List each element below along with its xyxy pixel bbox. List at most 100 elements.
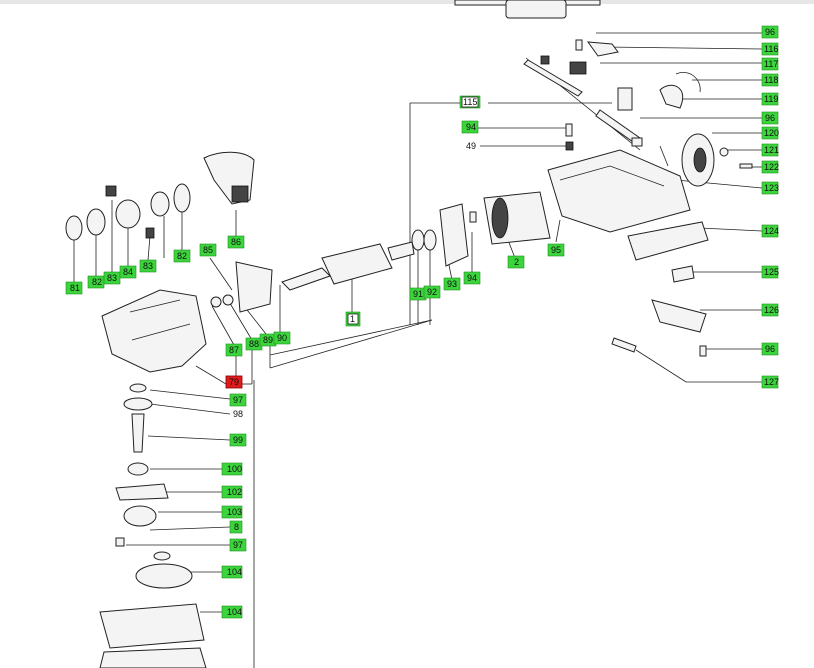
washer-121 bbox=[719, 147, 729, 157]
nut-49 bbox=[565, 141, 574, 151]
small-block-part bbox=[631, 137, 643, 147]
label-123: 123 bbox=[764, 183, 779, 193]
label-49: 49 bbox=[466, 141, 476, 151]
spring-119 bbox=[659, 85, 683, 109]
nut-82 bbox=[86, 208, 106, 236]
guard-104 bbox=[99, 603, 205, 649]
label-92: 92 bbox=[427, 287, 437, 297]
label-87: 87 bbox=[229, 345, 239, 355]
screw-96c bbox=[699, 345, 707, 357]
label-103: 103 bbox=[227, 507, 242, 517]
brush-holder-part bbox=[569, 61, 587, 75]
ring-87 bbox=[222, 294, 234, 306]
label-95: 95 bbox=[551, 245, 561, 255]
bearing-100 bbox=[127, 462, 149, 476]
ring-82b bbox=[150, 191, 170, 217]
bearing-91 bbox=[411, 229, 425, 251]
label-97a: 97 bbox=[233, 395, 243, 405]
gearbox-housing bbox=[101, 289, 207, 373]
armature-shaft bbox=[281, 267, 331, 291]
label-120: 120 bbox=[764, 128, 779, 138]
screw-96 bbox=[575, 39, 583, 51]
screw-122 bbox=[739, 163, 753, 169]
label-121: 121 bbox=[764, 145, 779, 155]
label-119: 119 bbox=[764, 94, 778, 104]
label-126: 126 bbox=[764, 305, 779, 315]
label-8: 8 bbox=[234, 522, 239, 532]
motor-housing-95 bbox=[547, 149, 691, 233]
label-84: 84 bbox=[123, 267, 133, 277]
label-90: 90 bbox=[277, 333, 287, 343]
label-127: 127 bbox=[764, 377, 779, 387]
label-124: 124 bbox=[764, 226, 779, 236]
parts-artwork bbox=[65, 0, 753, 668]
label-91: 91 bbox=[413, 289, 423, 299]
screw-94-stator bbox=[469, 211, 477, 223]
part-labels: 96 116 117 118 119 96 120 121 122 123 12… bbox=[65, 25, 779, 619]
flange-103 bbox=[123, 505, 157, 527]
label-79: 79 bbox=[229, 377, 239, 387]
ring-8 bbox=[153, 551, 171, 561]
label-96b: 96 bbox=[765, 113, 775, 123]
label-104b: 104 bbox=[227, 607, 242, 617]
label-117: 117 bbox=[764, 59, 778, 69]
top-border bbox=[0, 0, 814, 4]
label-116: 116 bbox=[764, 44, 778, 54]
label-83b: 83 bbox=[143, 261, 153, 271]
wheel-104 bbox=[135, 563, 193, 589]
label-82b: 82 bbox=[177, 251, 187, 261]
bearing-92 bbox=[423, 229, 437, 251]
spindle-99 bbox=[131, 413, 145, 453]
clip-125 bbox=[671, 265, 695, 283]
ring-85 bbox=[173, 183, 191, 213]
brush-rail-part bbox=[523, 59, 583, 97]
label-97b: 97 bbox=[233, 540, 243, 550]
label-81: 81 bbox=[70, 283, 80, 293]
gear-98 bbox=[123, 397, 153, 411]
brush-block-part bbox=[540, 55, 550, 65]
screw-94 bbox=[565, 123, 573, 137]
label-94a: 94 bbox=[466, 122, 476, 132]
label-93: 93 bbox=[447, 279, 457, 289]
base-part bbox=[99, 647, 207, 668]
label-98: 98 bbox=[233, 409, 243, 419]
label-94b: 94 bbox=[467, 273, 477, 283]
label-85: 85 bbox=[203, 245, 213, 255]
flange-79 bbox=[235, 261, 273, 313]
label-1: 1 bbox=[350, 314, 355, 324]
gasket-102 bbox=[115, 483, 169, 501]
armature-1 bbox=[321, 243, 393, 285]
label-89: 89 bbox=[263, 335, 273, 345]
pin-83b bbox=[145, 227, 155, 239]
top-cover-part bbox=[505, 0, 567, 19]
label-102: 102 bbox=[227, 487, 242, 497]
label-118: 118 bbox=[764, 75, 778, 85]
switch-plate-124 bbox=[627, 221, 709, 261]
ring-97 bbox=[129, 383, 147, 393]
label-115: 115 bbox=[463, 97, 477, 107]
label-86: 86 bbox=[231, 237, 241, 247]
baffle-93 bbox=[439, 203, 469, 267]
label-104a: 104 bbox=[227, 567, 242, 577]
label-122: 122 bbox=[764, 162, 779, 172]
brush-117 bbox=[617, 87, 633, 111]
label-125: 125 bbox=[764, 267, 779, 277]
clip-part-116 bbox=[586, 41, 619, 57]
cable-127 bbox=[611, 337, 637, 353]
label-82a: 82 bbox=[92, 277, 102, 287]
label-83a: 83 bbox=[107, 273, 117, 283]
plate-126 bbox=[651, 299, 707, 333]
label-2: 2 bbox=[514, 257, 519, 267]
label-96c: 96 bbox=[765, 344, 775, 354]
ring-88 bbox=[210, 296, 222, 308]
label-96a: 96 bbox=[765, 27, 775, 37]
label-88: 88 bbox=[249, 339, 259, 349]
cable-123 bbox=[659, 145, 669, 167]
label-99: 99 bbox=[233, 435, 243, 445]
pin-83 bbox=[105, 185, 117, 197]
bearing-84 bbox=[115, 199, 141, 229]
label-100: 100 bbox=[227, 464, 242, 474]
ring-81 bbox=[65, 215, 83, 241]
screw-97 bbox=[115, 537, 125, 547]
